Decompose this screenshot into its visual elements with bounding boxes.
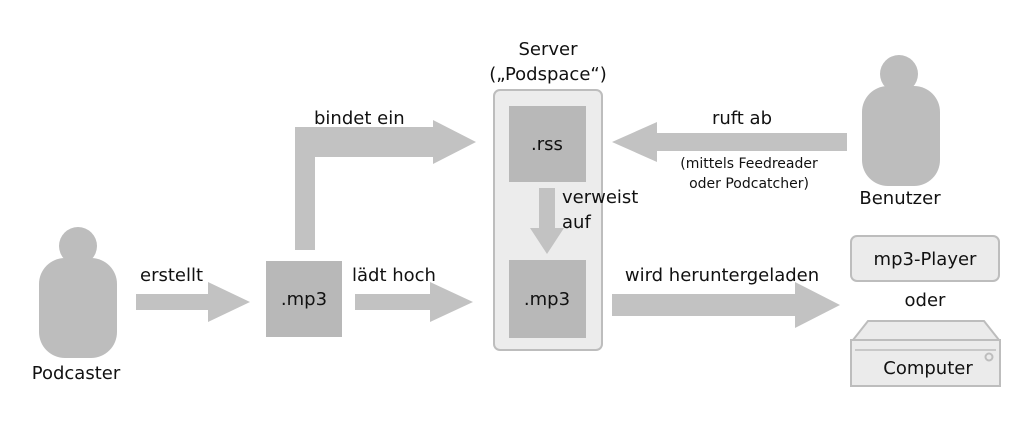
server-mp3-label: .mp3 [524, 289, 570, 310]
uploads-label: lädt hoch [352, 265, 436, 286]
computer-label: Computer [883, 358, 973, 379]
podcaster-person-icon [39, 227, 117, 358]
embeds-label: bindet ein [314, 108, 405, 129]
embeds-arrow [295, 120, 476, 250]
server-mp3-box [509, 260, 586, 338]
server-title-line1: Server [518, 39, 578, 60]
server-rss-label: .rss [531, 134, 563, 155]
uploads-arrow [355, 282, 473, 322]
fetches-label: ruft ab [712, 108, 772, 129]
fetches-note-line2: oder Podcatcher) [689, 176, 809, 192]
creates-label: erstellt [140, 265, 203, 286]
refers-label-line2: auf [562, 212, 591, 233]
user-person-icon [862, 55, 940, 186]
download-arrow [612, 282, 840, 328]
or-label: oder [905, 290, 947, 311]
mp3-player-label: mp3-Player [874, 249, 978, 270]
fetches-arrow [612, 122, 847, 162]
download-label: wird heruntergeladen [625, 265, 819, 286]
refers-label-line1: verweist [562, 187, 638, 208]
server-title-line2: („Podspace“) [489, 64, 607, 85]
server-rss-box [509, 106, 586, 182]
local-mp3-box [266, 261, 342, 337]
mp3-player-box [850, 235, 1000, 282]
refers-arrow [530, 188, 564, 254]
computer-icon [850, 320, 1002, 387]
podcaster-label: Podcaster [32, 363, 121, 384]
local-mp3-label: .mp3 [281, 289, 327, 310]
user-label: Benutzer [859, 188, 941, 209]
creates-arrow [136, 282, 250, 322]
fetches-note-line1: (mittels Feedreader [680, 156, 818, 172]
